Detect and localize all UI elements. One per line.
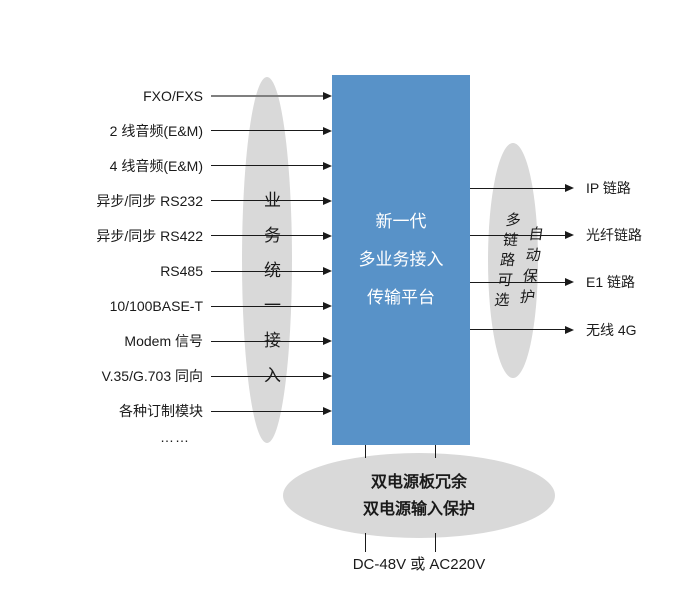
input-label: 异步/同步 RS422 xyxy=(96,227,203,244)
input-arrow-line xyxy=(211,94,323,97)
input-row: 2 线音频(E&M) xyxy=(85,113,332,148)
output-label: 无线 4G xyxy=(586,321,637,338)
input-label: 各种订制模块 xyxy=(119,403,203,420)
input-arrow-line xyxy=(211,270,323,272)
input-row: 异步/同步 RS232 xyxy=(85,183,332,218)
arrow-right-icon xyxy=(565,184,574,193)
input-row: RS485 xyxy=(85,253,332,288)
more-modules-ellipsis: …… xyxy=(160,429,190,445)
output-arrow-line xyxy=(470,187,565,189)
output-row: E1 链路 xyxy=(470,259,695,306)
arrow-right-icon xyxy=(323,231,332,240)
arrow-right-icon xyxy=(565,231,574,240)
arrow-right-icon xyxy=(323,267,332,276)
power-source-label: DC-48V 或 AC220V xyxy=(352,556,486,573)
input-row: 各种订制模块 xyxy=(85,394,332,429)
arrow-right-icon xyxy=(323,126,332,135)
output-link-list: IP 链路 光纤链路 E1 链路 无线 4G xyxy=(470,165,695,354)
input-label: 2 线音频(E&M) xyxy=(109,122,203,139)
input-row: 异步/同步 RS422 xyxy=(85,218,332,253)
input-arrow-line xyxy=(211,235,323,237)
input-arrow-line xyxy=(211,375,323,377)
power-input-line xyxy=(435,533,436,552)
input-label: 10/100BASE-T xyxy=(109,298,203,315)
input-arrow-line xyxy=(211,165,323,167)
input-label: 4 线音频(E&M) xyxy=(109,157,203,174)
input-interface-list: FXO/FXS 2 线音频(E&M) 4 线音频(E&M) 异步/同步 RS23… xyxy=(85,78,332,429)
output-row: 光纤链路 xyxy=(470,212,695,259)
arrow-right-icon xyxy=(323,91,332,100)
power-label-line1: 双电源板冗余 xyxy=(370,473,467,491)
arrow-right-icon xyxy=(323,372,332,381)
output-row: 无线 4G xyxy=(470,306,695,353)
input-arrow-line xyxy=(211,200,323,202)
input-row: 4 线音频(E&M) xyxy=(85,148,332,183)
power-connector-line xyxy=(365,445,366,458)
input-arrow-line xyxy=(211,130,323,132)
unified-access-ellipse xyxy=(242,77,292,443)
output-label: 光纤链路 xyxy=(586,227,642,244)
input-label: V.35/G.703 同向 xyxy=(101,368,203,385)
input-arrow-line xyxy=(211,305,323,307)
output-arrow-line xyxy=(470,234,565,236)
power-connector-line xyxy=(435,445,436,458)
arrow-right-icon xyxy=(565,325,574,334)
arrow-right-icon xyxy=(323,337,332,346)
platform-title-line2: 多业务接入 xyxy=(358,250,444,269)
input-label: 异步/同步 RS232 xyxy=(96,192,203,209)
input-arrow-line xyxy=(211,340,323,342)
output-arrow-line xyxy=(470,329,565,331)
platform-title-line3: 传输平台 xyxy=(367,288,435,307)
arrow-right-icon xyxy=(323,302,332,311)
input-label: Modem 信号 xyxy=(124,333,203,350)
input-row: V.35/G.703 同向 xyxy=(85,359,332,394)
input-label: RS485 xyxy=(160,263,203,280)
arrow-right-icon xyxy=(565,278,574,287)
multilink-protect-ellipse xyxy=(488,143,538,378)
power-redundancy-ellipse: 双电源板冗余 双电源输入保护 xyxy=(283,453,555,538)
arrow-right-icon xyxy=(323,161,332,170)
input-arrow-line xyxy=(211,410,323,412)
power-label-line2: 双电源输入保护 xyxy=(362,500,475,518)
input-row: 10/100BASE-T xyxy=(85,289,332,324)
power-input-line xyxy=(365,533,366,552)
arrow-right-icon xyxy=(323,196,332,205)
output-row: IP 链路 xyxy=(470,165,695,212)
arrow-right-icon xyxy=(323,407,332,416)
input-row: Modem 信号 xyxy=(85,324,332,359)
input-row: FXO/FXS xyxy=(85,78,332,113)
output-label: E1 链路 xyxy=(586,274,636,291)
output-arrow-line xyxy=(470,281,565,283)
output-label: IP 链路 xyxy=(586,180,631,197)
input-label: FXO/FXS xyxy=(143,87,203,104)
platform-title-line1: 新一代 xyxy=(375,212,427,231)
unified-access-label: 业务统一接入 xyxy=(261,191,280,401)
platform-box: 新一代 多业务接入 传输平台 xyxy=(332,75,470,445)
